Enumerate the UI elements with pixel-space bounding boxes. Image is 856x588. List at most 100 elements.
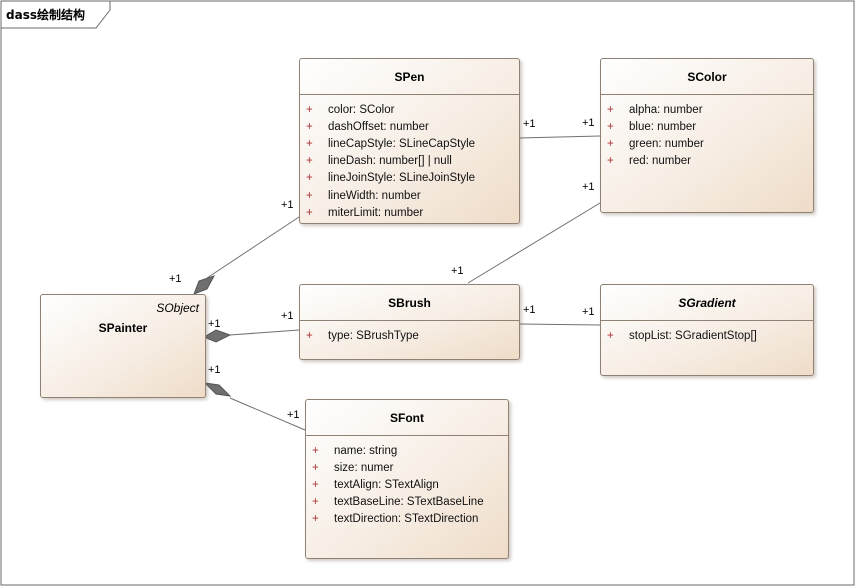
multiplicity-painter-pen-dst: +1 [281, 199, 294, 211]
attribute-row[interactable]: +textAlign: STextAlign [306, 476, 508, 493]
class-scolor[interactable]: SColor + alpha: number + blue: number + gre… [600, 58, 814, 213]
visibility-marker: + [607, 155, 614, 168]
attribute-list: + alpha: number + blue: number + green: num… [601, 95, 813, 170]
assoc-painter-pen [206, 216, 300, 279]
composition-diamond-pen [193, 275, 216, 295]
attribute-row[interactable]: + lineCapStyle: SLineCapStyle [300, 135, 519, 152]
attribute-text: red: number [629, 155, 692, 168]
attribute-list: +color: SColor +dashOffset: number +line… [300, 95, 519, 221]
visibility-marker: + [306, 155, 313, 168]
visibility-marker: + [607, 137, 614, 150]
multiplicity-pen-color-src: +1 [523, 118, 536, 130]
visibility-marker: + [306, 120, 313, 133]
attribute-row[interactable]: + color: SColor [300, 101, 519, 118]
multiplicity-brush-gradient-dst: +1 [582, 306, 595, 318]
visibility-marker: + [607, 103, 614, 116]
class-header: SGradient [601, 285, 813, 321]
visibility-marker: + [306, 206, 313, 219]
class-header: SPen [300, 59, 519, 95]
attribute-text: dashOffset: number [328, 120, 429, 133]
class-name: SPainter [98, 321, 148, 335]
attribute-row[interactable]: + textDirection: STextDirection [306, 511, 508, 528]
assoc-brush-gradient [518, 323, 601, 326]
multiplicity-painter-pen-src: +1 [169, 273, 182, 285]
multiplicity-brush-color-dst: +1 [582, 181, 595, 193]
attribute-row[interactable]: + red: number [601, 153, 813, 170]
visibility-marker: + [306, 137, 313, 150]
multiplicity-pen-color-dst: +1 [582, 117, 595, 129]
frame-title: dass绘制结构 [6, 8, 85, 22]
multiplicity-painter-font-dst: +1 [287, 409, 300, 421]
attribute-row[interactable]: + textBaseLine: STextBaseLine [306, 494, 508, 511]
attribute-text: lineWidth: number [328, 189, 421, 202]
class-header: SFont [306, 400, 508, 436]
multiplicity-painter-brush-dst: +1 [281, 310, 294, 322]
class-name: SFont [390, 410, 424, 425]
attribute-text: name: string [334, 444, 398, 457]
attribute-row[interactable]: + lineJoinStyle: SLineJoinStyle [300, 170, 519, 187]
visibility-marker: + [306, 103, 313, 116]
attribute-list: + stopList: SGradientStop[] [601, 321, 813, 344]
composition-diamond-brush [202, 329, 232, 343]
class-name: SColor [687, 69, 727, 84]
visibility-marker: + [312, 461, 319, 474]
visibility-marker: + [312, 478, 319, 491]
visibility-marker: + [312, 444, 319, 457]
visibility-marker: + [306, 329, 313, 342]
visibility-marker: + [607, 120, 614, 133]
multiplicity-brush-gradient-src: +1 [523, 304, 536, 316]
attribute-row[interactable]: + dashOffset: number [300, 118, 519, 135]
class-name: SPen [394, 69, 425, 84]
class-header: SBrush [300, 285, 519, 321]
attribute-list: + name: string +size: numer +textAlign: S… [306, 436, 508, 528]
attribute-row[interactable]: + alpha: number [601, 101, 813, 118]
attribute-row[interactable]: + blue: number [601, 118, 813, 135]
multiplicity-painter-font-src: +1 [208, 364, 221, 376]
class-spen[interactable]: SPen +color: SColor +dashOffset: number … [299, 58, 520, 224]
attribute-row[interactable]: + stopList: SGradientStop[] [601, 327, 813, 344]
assoc-painter-brush [229, 329, 300, 336]
attribute-row[interactable]: + name: string [306, 442, 508, 459]
attribute-text: stopList: SGradientStop[] [629, 329, 757, 342]
attribute-text: lineJoinStyle: SLineJoinStyle [328, 172, 476, 185]
attribute-text: textDirection: STextDirection [334, 513, 479, 526]
attribute-text: type: SBrushType [328, 329, 419, 342]
attribute-text: lineDash: number[] | null [328, 155, 452, 168]
class-name: SGradient [678, 295, 736, 310]
visibility-marker: + [312, 513, 319, 526]
multiplicity-brush-color-src: +1 [451, 265, 464, 277]
attribute-row[interactable]: + green: number [601, 135, 813, 152]
attribute-text: lineCapStyle: SLineCapStyle [328, 137, 476, 150]
class-spainter[interactable]: SObject SPainter [40, 294, 206, 398]
attribute-text: miterLimit: number [328, 206, 424, 219]
class-header: SColor [601, 59, 813, 95]
attribute-row[interactable]: + miterLimit: number [300, 204, 519, 221]
attribute-row[interactable]: + lineDash: number[] | null [300, 153, 519, 170]
frame-title-tab [0, 0, 111, 29]
attribute-row[interactable]: +size: numer [306, 459, 508, 476]
attribute-text: alpha: number [629, 103, 703, 116]
attribute-text: green: number [629, 137, 704, 150]
visibility-marker: + [306, 172, 313, 185]
class-sbrush[interactable]: SBrush + type: SBrushType [299, 284, 520, 360]
assoc-painter-font [229, 397, 306, 431]
attribute-text: textBaseLine: STextBaseLine [334, 496, 484, 509]
class-stereotype: SObject [156, 301, 199, 315]
attribute-text: blue: number [629, 120, 697, 133]
attribute-text: color: SColor [328, 103, 395, 116]
composition-diamond-font [203, 382, 232, 397]
multiplicity-painter-brush-src: +1 [208, 318, 221, 330]
attribute-row[interactable]: +lineWidth: number [300, 187, 519, 204]
visibility-marker: + [607, 329, 614, 342]
assoc-brush-color [467, 202, 601, 284]
visibility-marker: + [312, 496, 319, 509]
class-sgradient[interactable]: SGradient + stopList: SGradientStop[] [600, 284, 814, 376]
class-header: SObject SPainter [41, 295, 205, 397]
assoc-pen-color [518, 135, 601, 139]
class-sfont[interactable]: SFont + name: string +size: numer +textAl… [305, 399, 509, 559]
attribute-row[interactable]: + type: SBrushType [300, 327, 519, 344]
class-name: SBrush [388, 295, 431, 310]
